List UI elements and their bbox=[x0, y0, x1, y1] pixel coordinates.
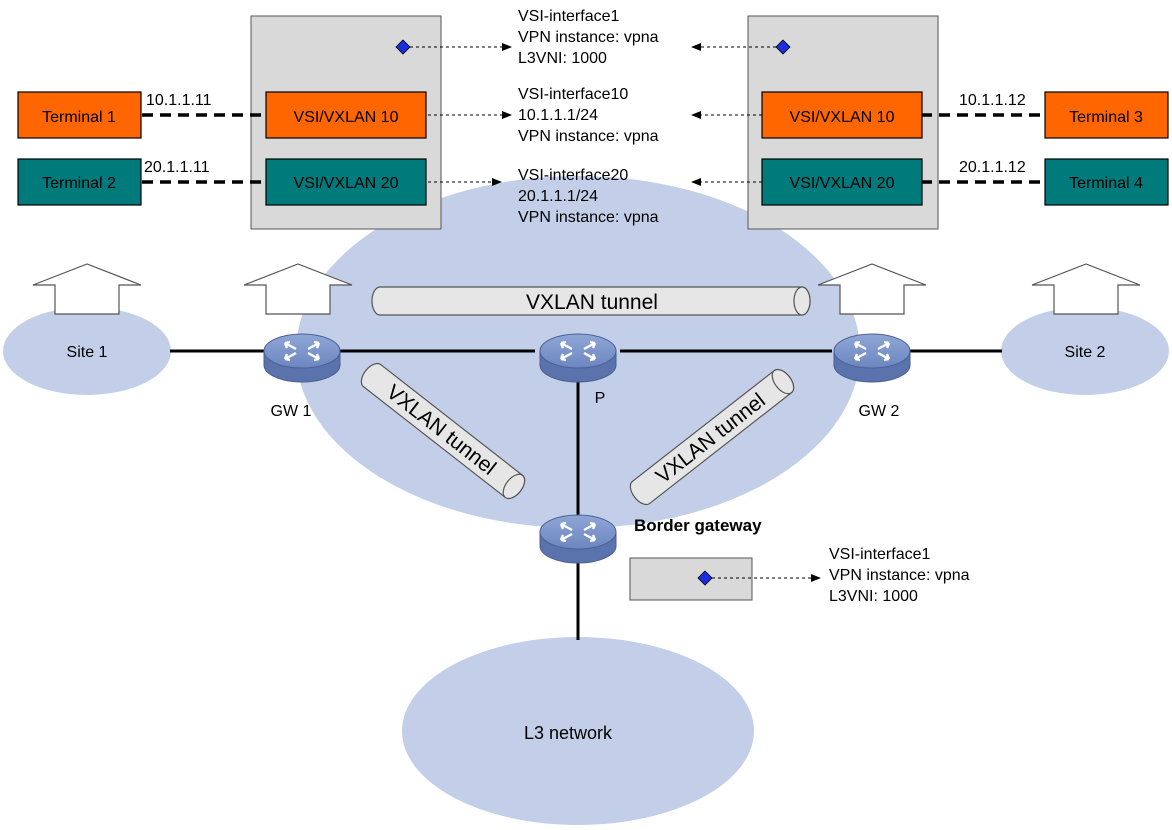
vxlan-tunnel-top: VXLAN tunnel bbox=[371, 286, 811, 316]
gw2-vsi-interface-diamond-icon bbox=[775, 39, 791, 55]
terminal2-box bbox=[17, 158, 142, 206]
gw2-switch-icon bbox=[833, 333, 911, 383]
up-arrow-gw2 bbox=[817, 263, 927, 315]
terminal3-label: Terminal 3 bbox=[1069, 109, 1143, 126]
p-label: P bbox=[595, 390, 606, 407]
terminal4-ip: 20.1.1.12 bbox=[959, 159, 1026, 176]
terminal-links bbox=[142, 113, 1045, 184]
gw1-vsi20-box bbox=[265, 158, 427, 206]
gw2-label: GW 2 bbox=[859, 403, 900, 420]
up-arrow-gw1 bbox=[243, 263, 353, 315]
svg-text:20.1.1.1/24: 20.1.1.1/24 bbox=[518, 188, 598, 205]
border-gateway-switch-icon bbox=[539, 514, 617, 564]
gw1-vsi20-label: VSI/VXLAN 20 bbox=[294, 175, 399, 192]
terminal2-label: Terminal 2 bbox=[42, 175, 116, 192]
terminal1-box bbox=[17, 91, 142, 139]
gw1-vsi10-label: VSI/VXLAN 10 bbox=[294, 109, 399, 126]
l3-network-label: L3 network bbox=[524, 723, 613, 743]
gw2-vsi10-label: VSI/VXLAN 10 bbox=[790, 109, 895, 126]
up-arrow-site2 bbox=[1031, 263, 1141, 315]
gw1-switch-icon bbox=[263, 333, 341, 383]
site2-cloud bbox=[1001, 307, 1169, 395]
svg-text:VPN instance: vpna: VPN instance: vpna bbox=[518, 29, 659, 46]
svg-text:VPN instance: vpna: VPN instance: vpna bbox=[518, 128, 659, 145]
border-vsi-interface1-label: VSI-interface1 VPN instance: vpna L3VNI:… bbox=[829, 546, 970, 605]
vsi-interface1-label: VSI-interface1 VPN instance: vpna L3VNI:… bbox=[518, 8, 659, 67]
gw1-vsi10-box bbox=[265, 91, 427, 139]
tunnel-label-top: VXLAN tunnel bbox=[526, 291, 658, 314]
svg-text:VSI-interface20: VSI-interface20 bbox=[518, 167, 628, 184]
border-vsi-interface-diamond-icon bbox=[697, 570, 713, 586]
border-instance-box bbox=[629, 557, 753, 601]
gw1-label: GW 1 bbox=[271, 403, 312, 420]
interface-arrows bbox=[410, 43, 821, 582]
svg-text:VSI-interface10: VSI-interface10 bbox=[518, 86, 628, 103]
vsi-interface20-label: VSI-interface20 20.1.1.1/24 VPN instance… bbox=[518, 167, 659, 226]
up-arrow-site1 bbox=[32, 263, 142, 315]
l3-network-cloud bbox=[402, 637, 754, 825]
svg-text:L3VNI: 1000: L3VNI: 1000 bbox=[829, 588, 918, 605]
terminal1-ip: 10.1.1.11 bbox=[146, 92, 212, 109]
p-switch-icon bbox=[539, 333, 617, 383]
svg-text:VSI-interface1: VSI-interface1 bbox=[518, 8, 619, 25]
site2-label: Site 2 bbox=[1065, 344, 1106, 361]
svg-text:VPN instance: vpna: VPN instance: vpna bbox=[518, 209, 659, 226]
svg-text:10.1.1.1/24: 10.1.1.1/24 bbox=[518, 107, 598, 124]
gw1-vsi-interface-diamond-icon bbox=[395, 39, 411, 55]
svg-text:VSI-interface1: VSI-interface1 bbox=[829, 546, 930, 563]
terminal3-ip: 10.1.1.12 bbox=[959, 92, 1026, 109]
site1-label: Site 1 bbox=[67, 344, 108, 361]
terminal3-box bbox=[1044, 91, 1169, 139]
terminal2-ip: 20.1.1.11 bbox=[144, 159, 210, 176]
svg-text:L3VNI: 1000: L3VNI: 1000 bbox=[518, 50, 607, 67]
terminal4-label: Terminal 4 bbox=[1069, 175, 1143, 192]
gw2-vsi20-label: VSI/VXLAN 20 bbox=[790, 175, 895, 192]
border-gateway-label: Border gateway bbox=[634, 516, 762, 535]
gw2-vsi20-box bbox=[761, 158, 923, 206]
vsi-interface10-label: VSI-interface10 10.1.1.1/24 VPN instance… bbox=[518, 86, 659, 145]
links bbox=[170, 349, 1002, 640]
terminal4-box bbox=[1044, 158, 1169, 206]
terminal1-label: Terminal 1 bbox=[42, 109, 116, 126]
site1-cloud bbox=[3, 307, 171, 395]
svg-text:VPN instance: vpna: VPN instance: vpna bbox=[829, 567, 970, 584]
